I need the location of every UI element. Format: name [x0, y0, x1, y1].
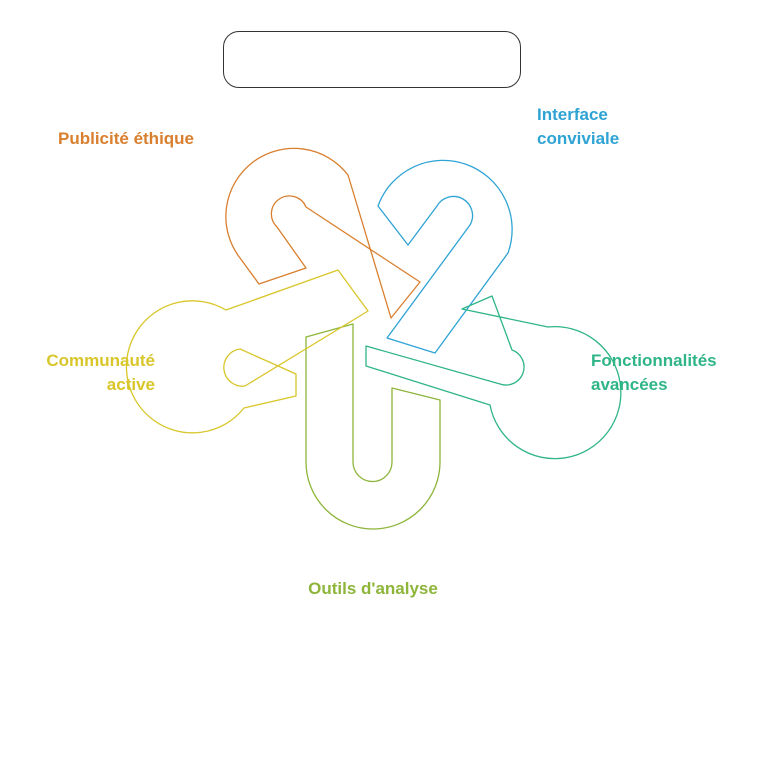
label-communaute-line-2: active [20, 373, 155, 397]
label-interface: Interface conviviale [537, 103, 619, 151]
label-fonctionnalites-line-1: Fonctionnalités [591, 349, 717, 373]
label-interface-line-1: Interface [537, 103, 619, 127]
label-outils: Outils d'analyse [290, 577, 456, 601]
segment-outils-shape [306, 324, 440, 529]
label-communaute-line-1: Communauté [20, 349, 155, 373]
label-interface-line-2: conviviale [537, 127, 619, 151]
label-publicite: Publicité éthique [58, 127, 194, 151]
label-communaute: Communauté active [20, 349, 155, 397]
segment-fonctionnalites-shape [366, 296, 621, 459]
segment-publicite-shape [226, 148, 420, 318]
label-fonctionnalites: Fonctionnalités avancées [591, 349, 717, 397]
segment-interface-shape [378, 160, 512, 353]
segment-communaute-shape [126, 270, 368, 433]
label-fonctionnalites-line-2: avancées [591, 373, 717, 397]
